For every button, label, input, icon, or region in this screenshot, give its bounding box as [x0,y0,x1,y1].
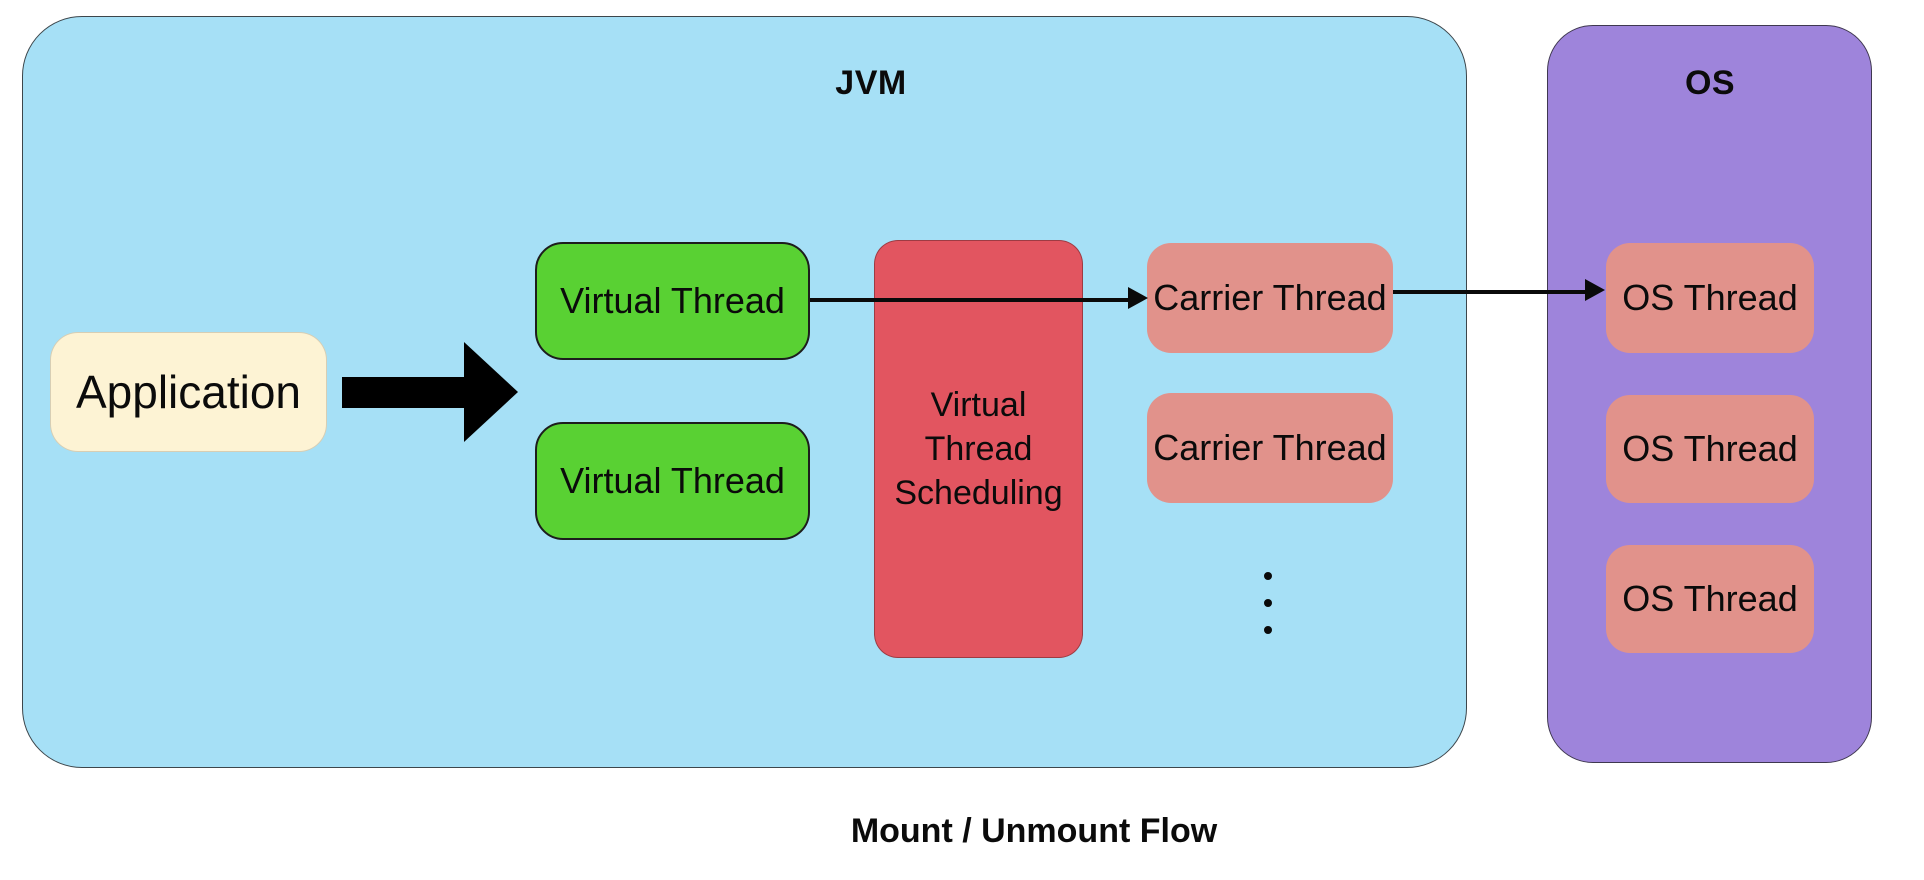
os-thread-label: OS Thread [1622,277,1798,318]
virtual-thread-node-1: Virtual Thread [535,242,810,360]
arrow-virtual-to-carrier-head-icon [1128,287,1148,309]
arrow-carrier-to-os-line [1393,290,1585,294]
os-thread-node-1: OS Thread [1606,243,1814,353]
virtual-thread-label: Virtual Thread [560,280,785,321]
application-label: Application [75,366,302,418]
virtual-thread-scheduling-label: Virtual Thread Scheduling [894,385,1063,513]
arrow-carrier-to-os-head-icon [1585,279,1605,301]
virtual-thread-label: Virtual Thread [560,460,785,501]
jvm-title: JVM [835,64,907,102]
os-title: OS [1684,64,1736,102]
application-node: Application [50,332,327,452]
virtual-thread-node-2: Virtual Thread [535,422,810,540]
carrier-thread-label: Carrier Thread [1153,427,1387,468]
vertical-ellipsis-icon [1264,572,1272,634]
os-thread-label: OS Thread [1622,428,1798,469]
carrier-thread-label: Carrier Thread [1153,277,1387,318]
os-thread-label: OS Thread [1622,578,1798,619]
ellipsis-dot [1264,626,1272,634]
ellipsis-dot [1264,599,1272,607]
ellipsis-dot [1264,572,1272,580]
os-thread-node-2: OS Thread [1606,395,1814,503]
arrow-virtual-to-carrier-line [810,298,1128,302]
application-arrow-body [342,377,464,408]
diagram-caption: Mount / Unmount Flow [850,812,1218,850]
application-arrow-head-icon [464,342,518,442]
virtual-thread-scheduling-node: Virtual Thread Scheduling [874,240,1083,658]
os-thread-node-3: OS Thread [1606,545,1814,653]
carrier-thread-node-1: Carrier Thread [1147,243,1393,353]
carrier-thread-node-2: Carrier Thread [1147,393,1393,503]
